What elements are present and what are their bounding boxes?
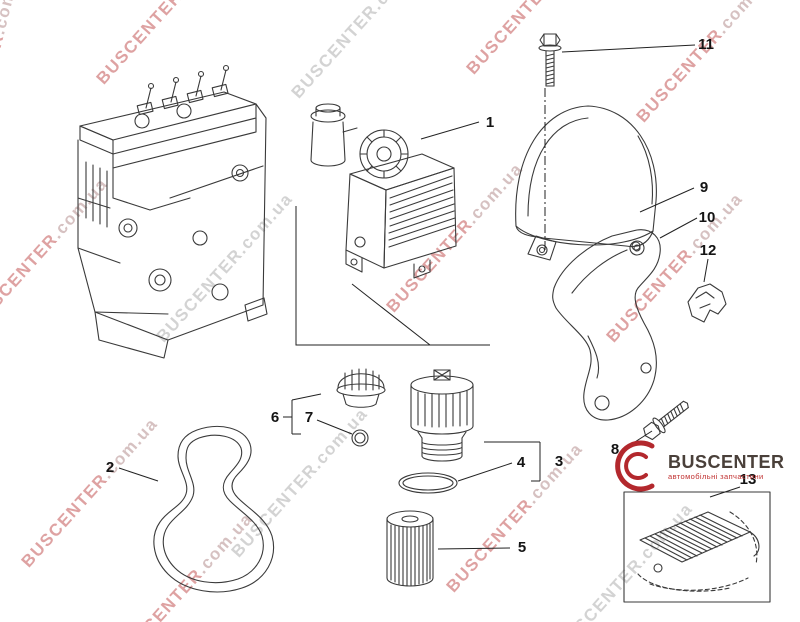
filter-cap-drawing [410, 369, 474, 462]
small-oring-drawing [351, 429, 369, 447]
leader-lines [118, 44, 741, 550]
gasket-drawing [153, 425, 274, 593]
buscenter-logo: BUSCENTER автомобільні запчастини [606, 438, 785, 494]
callout-1: 1 [486, 114, 494, 131]
callout-10: 10 [699, 209, 716, 226]
clip-drawing [687, 283, 727, 323]
callout-11: 11 [698, 36, 714, 53]
large-oring-drawing [398, 472, 458, 494]
engine-block-drawing [77, 64, 268, 359]
callout-4: 4 [517, 454, 526, 471]
callout-5: 5 [518, 539, 526, 556]
callout-6: 6 [271, 409, 279, 426]
callout-8: 8 [611, 441, 619, 458]
support-bracket-drawing [552, 229, 661, 421]
logo-title: BUSCENTER [668, 451, 785, 472]
cover-dome-drawing [515, 105, 657, 261]
oil-filter-element-drawing [386, 510, 434, 587]
bolt-11-drawing [538, 33, 562, 87]
buscenter-emblem-icon [615, 440, 655, 492]
oil-filter-housing-drawing [310, 103, 457, 279]
detail-box-13 [623, 491, 771, 603]
callout-2: 2 [106, 459, 114, 476]
oil-cap-drawing [336, 368, 386, 408]
logo-tagline: автомобільні запчастини [668, 471, 764, 481]
callout-7: 7 [305, 409, 313, 426]
callout-3: 3 [555, 453, 563, 470]
callout-13: 13 [740, 471, 757, 488]
callout-12: 12 [700, 242, 717, 259]
callout-9: 9 [700, 179, 708, 196]
bolt-8-drawing [643, 400, 689, 441]
